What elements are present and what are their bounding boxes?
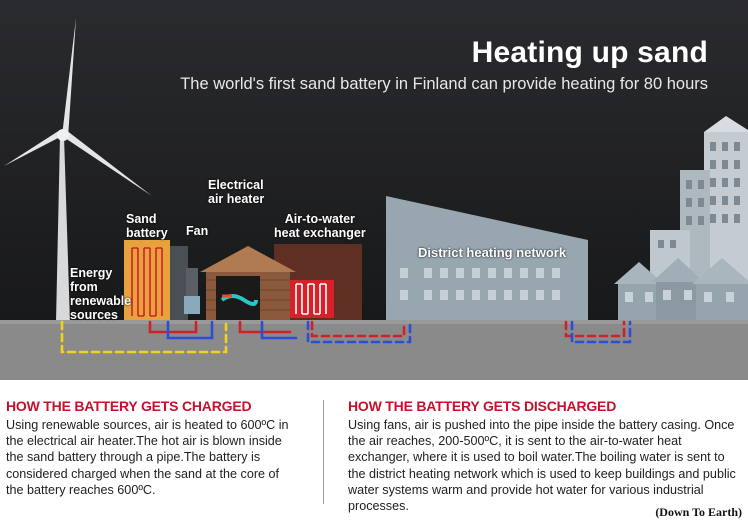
label-air-heater: Electrical air heater — [208, 178, 265, 206]
charged-text: Using renewable sources, air is heated t… — [6, 418, 289, 497]
page-subtitle: The world's first sand battery in Finlan… — [180, 75, 708, 93]
page-title: Heating up sand — [471, 36, 708, 69]
explanation-panel: HOW THE BATTERY GETS CHARGED Using renew… — [0, 380, 748, 524]
wind-turbine — [4, 18, 152, 322]
label-sand-battery: Sand battery — [126, 212, 168, 240]
source-credit: (Down To Earth) — [655, 505, 742, 519]
charged-section: HOW THE BATTERY GETS CHARGED Using renew… — [6, 398, 298, 498]
discharged-text: Using fans, air is pushed into the pipe … — [348, 418, 736, 514]
district-heating-building — [386, 196, 588, 322]
city-buildings — [614, 116, 748, 322]
label-fan: Fan — [186, 224, 209, 238]
air-heater-building — [200, 246, 296, 322]
label-heat-exchanger: Air-to-water heat exchanger — [274, 212, 366, 240]
discharged-heading: HOW THE BATTERY GETS DISCHARGED — [348, 398, 617, 414]
pipes-cables — [60, 320, 632, 354]
infographic-scene — [0, 0, 748, 380]
label-district-heating: District heating network — [418, 245, 567, 260]
charged-heading: HOW THE BATTERY GETS CHARGED — [6, 398, 252, 414]
column-divider — [323, 400, 324, 504]
label-energy: Energy from renewable sources — [70, 266, 132, 322]
fan-unit — [184, 268, 200, 314]
sand-battery-tank — [124, 240, 188, 322]
ground — [0, 322, 748, 380]
discharged-section: HOW THE BATTERY GETS DISCHARGED Using fa… — [348, 398, 744, 514]
